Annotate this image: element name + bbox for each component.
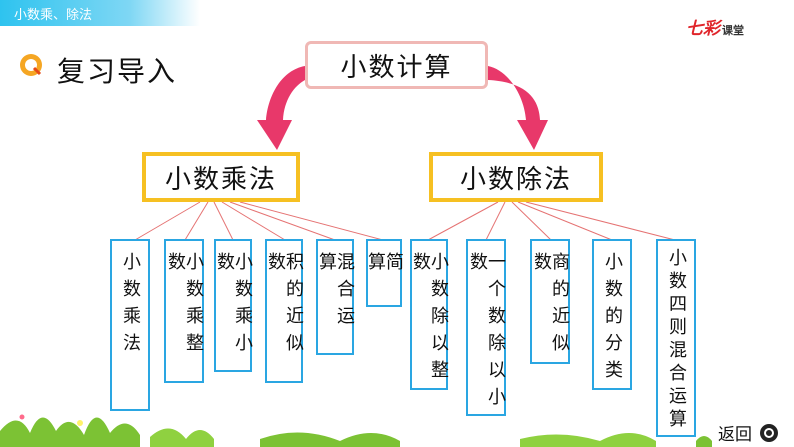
leaf-multiplication-4[interactable]: 积的近似数 (265, 239, 304, 383)
breadcrumb-bar: 小数乘、除法 (0, 0, 200, 26)
leaf-division-5[interactable]: 小数四则混合运算 (656, 239, 696, 437)
breadcrumb: 小数乘、除法 (14, 8, 93, 23)
section-title: 复习导入 (57, 55, 178, 88)
brand-logo: 七彩课堂 (686, 14, 744, 39)
back-label: 返回 (718, 425, 752, 445)
category-division[interactable]: 小数除法 (429, 152, 603, 202)
back-button[interactable]: 返回 (713, 418, 794, 447)
leaf-multiplication-5[interactable]: 混合运算 (316, 239, 355, 355)
arrow-to-division (488, 66, 548, 150)
grass-decoration (0, 414, 712, 447)
back-icon (760, 423, 778, 442)
category-multiplication[interactable]: 小数乘法 (142, 152, 300, 202)
leaf-multiplication-2[interactable]: 小数乘整数 (164, 239, 204, 383)
leaf-division-4[interactable]: 小数的分类 (592, 239, 632, 390)
leaf-multiplication-1[interactable]: 小数乘法 (110, 239, 150, 411)
arrow-to-multiplication (257, 66, 305, 150)
leaf-division-2[interactable]: 一个数除以小数 (466, 239, 506, 416)
leaf-multiplication-3[interactable]: 小数乘小数 (214, 239, 253, 372)
leaf-multiplication-6[interactable]: 简算 (365, 239, 404, 307)
leaf-division-3[interactable]: 商的近似数 (530, 239, 570, 364)
root-node[interactable]: 小数计算 (305, 41, 488, 89)
section-icon (20, 54, 42, 76)
leaf-division-1[interactable]: 小数除以整数 (410, 239, 449, 390)
brand-name: 七彩 (686, 19, 720, 39)
brand-sub: 课堂 (722, 24, 744, 37)
